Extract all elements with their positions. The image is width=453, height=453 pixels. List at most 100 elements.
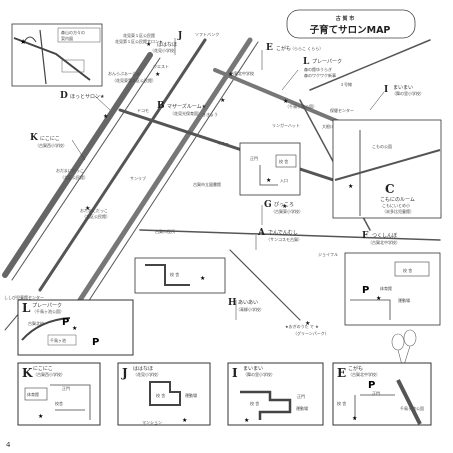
detail-box-k: K にこにこ （古賀西小学校） 体育館 校舎 正門 ★ — [17, 362, 101, 426]
inset-h-frame — [134, 257, 226, 294]
label-j-text: ははなほ — [157, 41, 177, 48]
label-i: I まいまい （舞の里小学校） — [384, 85, 424, 96]
detail-box-l-l1: 古賀北校 — [28, 320, 44, 326]
detail-box-i-star: ★ — [244, 417, 249, 424]
page-number: 4 — [6, 441, 11, 449]
label-e-sub: （ららこ くらら） — [290, 46, 323, 51]
note-line-1: 森山の方々の — [61, 29, 85, 35]
detail-box-k-title: にこにこ — [33, 366, 53, 372]
leader-lines — [71, 38, 385, 320]
detail-box-e-sub: （古賀北中学校） — [348, 371, 380, 377]
label-h: H あいあい （青柳小学校） — [228, 298, 264, 312]
inset-g-entrance-label: 入口 — [280, 178, 288, 183]
label-a-text: でんでんむし — [268, 230, 298, 236]
inset-c-park: こもの公園 — [372, 143, 392, 149]
detail-box-l-l3: P — [92, 337, 99, 348]
star-g: ★ — [282, 203, 287, 210]
place-green: ★おぎのうた で ★ — [285, 323, 319, 329]
inset-g-frame — [239, 142, 301, 196]
detail-box-k-l1: 体育館 — [27, 391, 39, 397]
detail-box-k-l2: 校舎 — [55, 400, 63, 406]
detail-box-i-letter: I — [232, 366, 238, 380]
detail-box-l-letter: L — [22, 301, 31, 315]
place-city-lib: 古賀市立図書館 — [193, 181, 221, 187]
detail-box-j-letter: J — [121, 366, 128, 380]
place-osugata: おだまにだっこ — [56, 167, 84, 173]
label-b: B マザーズルーム★ （花見光保育園） — [157, 101, 207, 116]
detail-box-l: L プレーパーク （千鳥ヶ池公園） 古賀北校 千鳥ヶ池 P P ★ — [17, 299, 134, 356]
place-chiharu-sub: （北区公民館） — [82, 213, 110, 219]
label-c-text: こもにのルーム — [380, 197, 415, 203]
place-koga-kita: 古賀北中学校 — [230, 70, 254, 76]
star-hanami: ★ — [146, 41, 151, 48]
label-l-sub2: 森のワクワク新事 — [304, 72, 336, 78]
label-f-letter: F — [362, 231, 369, 241]
label-b-sub: （花見光保育園） — [170, 110, 202, 116]
detail-box-i-sub: （舞の里小学校） — [243, 371, 275, 377]
detail-box-j-sub: （花見小学校） — [133, 371, 161, 377]
leader-k — [71, 139, 86, 161]
label-f: F つくしんぼ （古賀北中学校） — [362, 231, 400, 245]
road-railway-edge — [87, 41, 259, 303]
note-box — [57, 27, 101, 43]
place-softbank: ソフトバンク — [195, 31, 219, 37]
title-city: 古 賀 市 — [336, 15, 354, 22]
inset-road-2 — [39, 29, 47, 85]
place-osugata-sub: （北区公民館） — [60, 174, 88, 180]
inset-f-field-label: 運動場 — [398, 297, 410, 303]
inset-f-building-label: 体育館 — [380, 285, 392, 291]
star-chiharu: ★ — [85, 205, 90, 212]
inset-g-gate-label: 正門 — [250, 156, 258, 161]
detail-box-k-star: ★ — [38, 413, 43, 420]
inset-f-parking: P — [362, 285, 369, 296]
map-title: 古 賀 市 子育てサロンMAP — [286, 9, 416, 39]
label-c-letter: C — [385, 182, 395, 196]
label-c-sub: こもにいとめ小 — [382, 202, 410, 208]
inset-h-building — [145, 264, 190, 286]
detail-box-l-parking: P — [62, 317, 69, 328]
leader-i — [369, 91, 385, 111]
detail-box-k-letter: K — [22, 366, 33, 380]
inset-f-school-label: 校 舎 — [403, 267, 412, 273]
note-line-2: 案内図 — [61, 35, 73, 41]
label-j-letter: J — [177, 31, 182, 41]
label-e: E こがも （ららこ くらら） — [266, 43, 323, 53]
balloon-2 — [403, 329, 417, 347]
detail-box-l-road — [21, 317, 71, 341]
label-i-text: まいまい — [393, 85, 413, 91]
label-g-text: ぴっころ — [274, 202, 294, 208]
balloon-strings — [397, 345, 411, 366]
road-railway — [77, 37, 253, 303]
place-hanami2: （花見東第２区公民館） — [112, 77, 156, 83]
detail-box-i-building — [240, 390, 292, 420]
detail-box-e-road — [396, 379, 422, 425]
label-k: K にこにこ （古賀西小学校） — [30, 133, 67, 148]
place-east-road: ３号線 — [340, 81, 352, 87]
detail-box-e-l2: 正門 — [372, 391, 380, 396]
balloon-1 — [391, 333, 405, 351]
detail-box-j-l1: 校 舎 — [156, 392, 165, 398]
label-e-letter: E — [266, 43, 273, 53]
label-a-letter: A — [257, 228, 266, 238]
label-c-sub2: （米多比児童館） — [382, 208, 414, 214]
detail-box-l-star: ★ — [72, 325, 77, 332]
place-city-hall: 古賀市役所 — [155, 228, 175, 234]
place-chisha: （千鳥ヶ池公園） — [285, 103, 317, 109]
title-frame — [286, 9, 416, 39]
inset-f-path — [350, 299, 391, 320]
label-d-text: ほっとサロン★ — [70, 94, 105, 100]
detail-box-e-letter: E — [337, 366, 346, 380]
detail-box-e-l1: 校 舎 — [337, 400, 346, 406]
road-city-hall — [139, 229, 441, 241]
detail-box-l-title: プレーパーク — [32, 303, 62, 309]
inset-star: ★ — [20, 38, 26, 46]
label-k-letter: K — [30, 133, 39, 143]
label-f-sub: （古賀北中学校） — [368, 239, 400, 245]
inset-h: 校 舎 ★ — [134, 257, 226, 294]
detail-box-i-frame — [227, 362, 324, 426]
label-j: J ははなほ （花見小学校） — [150, 31, 182, 53]
inset-c-star: ★ — [348, 183, 353, 190]
road-national-3-edge — [11, 57, 161, 281]
detail-box-k-l3: 正門 — [62, 386, 70, 391]
